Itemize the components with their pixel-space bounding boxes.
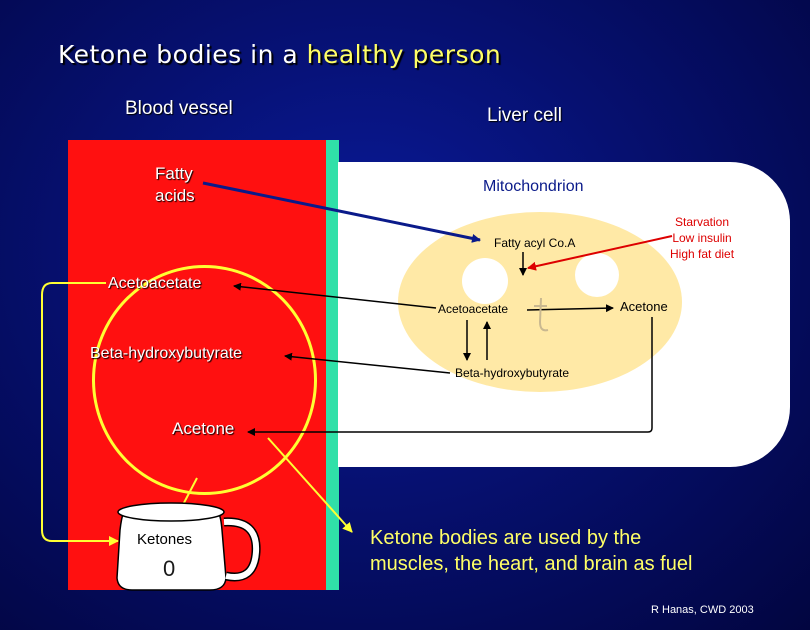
fatty-acids-line-2: acids bbox=[155, 186, 195, 205]
acetone-mito-label: Acetone bbox=[620, 299, 668, 314]
fuel-line-2: muscles, the heart, and brain as fuel bbox=[370, 553, 693, 575]
starvation-line-2: Low insulin bbox=[672, 231, 732, 245]
bhb-mito-label: Beta-hydroxybutyrate bbox=[455, 366, 570, 380]
page-title: Ketone bodies in a healthy person bbox=[58, 40, 501, 69]
vessel-wall bbox=[326, 140, 339, 590]
curl-mark bbox=[538, 297, 549, 332]
mitochondrion-eye-right bbox=[575, 253, 619, 297]
ketones-label: Ketones bbox=[137, 531, 193, 548]
ketones-value: 0 bbox=[163, 556, 176, 581]
title-part-2: healthy person bbox=[306, 40, 502, 69]
fuel-line-1: Ketone bodies are used by the bbox=[370, 527, 642, 549]
urine-pot-icon bbox=[116, 502, 261, 591]
starvation-line-3: High fat diet bbox=[670, 247, 735, 261]
bhb-arrow bbox=[284, 352, 451, 374]
mitochondrion-eye-left bbox=[462, 258, 508, 304]
acetone-blood-label: Acetone bbox=[172, 419, 235, 438]
acetone-blood-arrow bbox=[247, 317, 653, 436]
acetoacetate-arrow bbox=[233, 282, 437, 309]
bhb-blood-label: Beta-hydroxybutyrate bbox=[90, 345, 243, 362]
credit-text: R Hanas, CWD 2003 bbox=[651, 604, 754, 616]
fatty-acids-arrow bbox=[202, 181, 481, 243]
liver-cell-label: Liver cell bbox=[487, 105, 562, 126]
title-part-1: Ketone bodies in a bbox=[58, 40, 307, 69]
starvation-arrow bbox=[527, 235, 673, 271]
circle-to-pot-arrow bbox=[41, 282, 119, 546]
mitochondrion-label: Mitochondrion bbox=[483, 178, 584, 195]
acetoacetate-blood-label: Acetoacetate bbox=[108, 275, 202, 292]
starvation-label: Starvation Low insulin High fat diet bbox=[670, 214, 734, 262]
acetoacetate-mito-label: Acetoacetate bbox=[438, 302, 509, 316]
fuel-arrow bbox=[267, 437, 353, 533]
fuel-text: Ketone bodies are used by the muscles, t… bbox=[370, 525, 692, 577]
fatty-acids-line-1: Fatty bbox=[155, 164, 193, 183]
fatty-acyl-coa-label: Fatty acyl Co.A bbox=[494, 236, 576, 250]
fatty-acids-label: Fatty acids bbox=[155, 163, 195, 207]
ketone-circle bbox=[92, 265, 317, 495]
blood-vessel-label: Blood vessel bbox=[125, 98, 233, 119]
starvation-line-1: Starvation bbox=[675, 215, 730, 229]
